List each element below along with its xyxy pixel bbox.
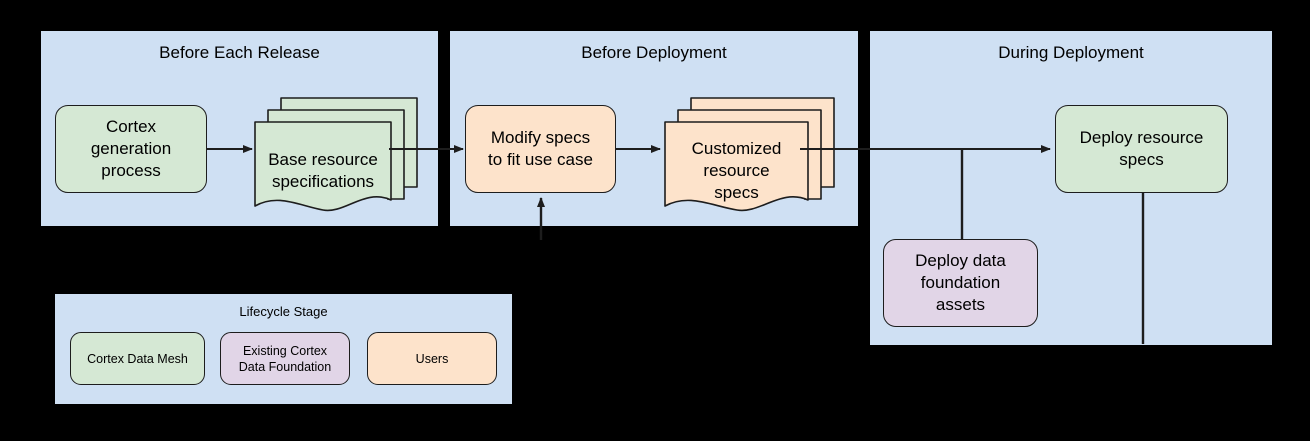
panel-during-deployment: During Deployment Deploy resource specs … <box>870 31 1272 345</box>
node-deploy-data-foundation-assets[interactable]: Deploy data foundation assets <box>883 239 1038 327</box>
node-customized-resource-specs[interactable]: Customized resource specs <box>660 87 840 215</box>
node-deploy-resource-specs[interactable]: Deploy resource specs <box>1055 105 1228 193</box>
node-label-line-1: Modify specs <box>490 128 591 147</box>
node-label: Cortex generation process <box>90 117 172 180</box>
legend-item-label-line-1: Existing Cortex <box>242 343 328 358</box>
node-label-line-2: specs <box>1119 150 1164 169</box>
panel-before-deployment: Before Deployment Modify specs to fit us… <box>450 31 858 226</box>
node-label-line-3: assets <box>935 295 986 314</box>
legend-item-label: Cortex Data Mesh <box>87 351 188 366</box>
legend-item-users[interactable]: Users <box>367 332 497 385</box>
node-label-line-2: foundation <box>920 273 1001 292</box>
node-label-line-1: Deploy resource <box>1079 128 1204 147</box>
legend-panel: Lifecycle Stage Cortex Data Mesh Existin… <box>55 294 512 404</box>
legend-item-label: Users <box>415 351 449 366</box>
legend-item-label-line-2: Data Foundation <box>238 359 332 374</box>
legend-item-existing-cortex-data-foundation[interactable]: Existing Cortex Data Foundation <box>220 332 350 385</box>
panel-title-before-each-release: Before Each Release <box>159 43 320 62</box>
node-cortex-generation-process[interactable]: Cortex generation process <box>55 105 207 193</box>
legend-item-cortex-data-mesh[interactable]: Cortex Data Mesh <box>70 332 205 385</box>
panel-before-each-release: Before Each Release Cortex generation pr… <box>41 31 438 226</box>
panel-title-during-deployment: During Deployment <box>998 43 1144 62</box>
panel-title-before-deployment: Before Deployment <box>581 43 727 62</box>
legend-title: Lifecycle Stage <box>239 304 328 319</box>
node-label-line-1: Deploy data <box>915 251 1006 270</box>
node-modify-specs-to-fit-use-case[interactable]: Modify specs to fit use case <box>465 105 616 193</box>
node-base-resource-specifications[interactable]: Base resource specifications <box>250 87 422 215</box>
node-label-line-2: to fit use case <box>488 150 593 169</box>
